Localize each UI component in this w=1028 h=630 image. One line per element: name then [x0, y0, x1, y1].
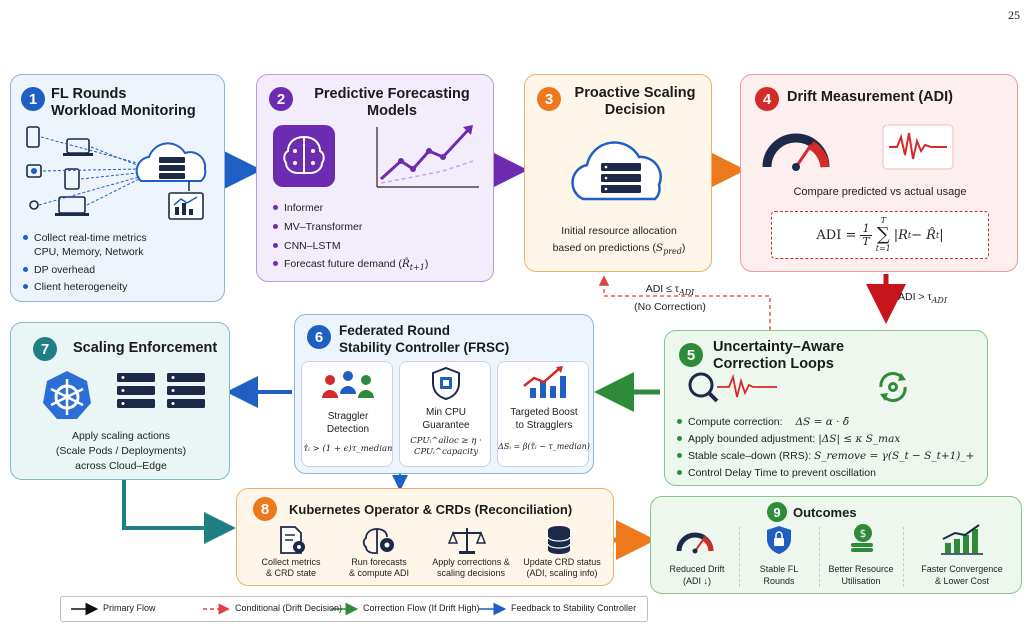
- card1-formula: τ̂ᵢ > (1 + ϵ)τ_median: [303, 444, 393, 454]
- step8-label-4: Update CRD status(ADI, scaling info): [523, 557, 601, 578]
- box5-bullet-4: Control Delay Time to prevent oscillatio…: [677, 466, 876, 480]
- box5-bullet-2: Apply bounded adjustment: |ΔS| ≤ κ S_max: [677, 432, 900, 446]
- shield-chip-icon: [432, 366, 460, 401]
- step-number-9: 9: [767, 502, 787, 522]
- box-scaling-enforcement: 7 Scaling Enforcement Apply scaling acti…: [10, 322, 230, 480]
- brain-circuit-icon: [273, 125, 335, 187]
- svg-text:$: $: [860, 527, 867, 540]
- growth-chart-icon: [941, 524, 983, 555]
- outcome-label-4: Faster Convergence& Lower Cost: [921, 564, 1003, 586]
- gauge-down-icon: [676, 532, 714, 554]
- step-number-1: 1: [21, 87, 45, 111]
- drift-high-label: ADI > τADI: [898, 291, 947, 306]
- legend: Primary Flow Conditional (Drift Decision…: [60, 596, 648, 622]
- box1-bullet-2: DP overhead: [23, 263, 95, 277]
- box8-title: Kubernetes Operator & CRDs (Reconciliati…: [289, 502, 573, 517]
- trend-chart-icon: [376, 125, 479, 188]
- box5-bullet-3: Stable scale–down (RRS): S_remove = γ(S_…: [677, 449, 974, 463]
- step8-label-1: Collect metrics& CRD state: [261, 557, 321, 578]
- legend-correction: Correction Flow (If Drift High): [363, 603, 480, 613]
- shield-lock-icon: [767, 526, 791, 554]
- step-number-3: 3: [537, 87, 561, 111]
- box2-item-1: Informer: [273, 201, 323, 215]
- step-number-4: 4: [755, 87, 779, 111]
- legend-primary: Primary Flow: [103, 603, 156, 613]
- speedometer-icon: [762, 133, 830, 171]
- legend-conditional: Conditional (Drift Decision): [235, 603, 343, 613]
- refresh-gear-icon: [879, 372, 907, 402]
- document-gear-icon: [280, 526, 305, 554]
- card3-formula: ΔSᵢ = β(τ̂ᵢ − τ_median): [498, 442, 590, 451]
- box7-title: Scaling Enforcement: [73, 340, 218, 356]
- card2-formula: CPUᵢ^alloc ≥ η ·CPUᵢ^capacity: [410, 436, 482, 457]
- box-drift-measurement: 4 Drift Measurement (ADI) Compare predic…: [740, 74, 1018, 272]
- server-racks-icon: [117, 373, 205, 408]
- legend-swatches: [71, 602, 507, 616]
- box7-text: Apply scaling actions(Scale Pods / Deplo…: [55, 430, 187, 472]
- box9-title: Outcomes: [793, 505, 857, 520]
- step-number-8: 8: [253, 497, 277, 521]
- box1-bullet-1: Collect real-time metrics CPU, Memory, N…: [23, 231, 147, 259]
- box2-item-3: CNN–LSTM: [273, 239, 341, 253]
- brain-gear-icon: [362, 528, 394, 554]
- devices-cloud-icon: [26, 126, 207, 220]
- box-kubernetes-operator: 8 Kubernetes Operator & CRDs (Reconcilia…: [236, 488, 614, 586]
- box1-bullet-3: Client heterogeneity: [23, 280, 127, 294]
- box5-bullet-1: Compute correction: ΔS = α · δ̄: [677, 415, 849, 429]
- outcome-label-1: Reduced Drift(ADI ↓): [669, 564, 725, 586]
- box4-text: Compare predicted vs actual usage: [793, 186, 967, 198]
- step8-label-3: Apply corrections &scaling decisions: [432, 557, 510, 578]
- step-number-2: 2: [269, 87, 293, 111]
- balance-scale-icon: [447, 528, 487, 554]
- box-outcomes: 9 Outcomes Reduced Drift(ADI ↓) Stable F…: [650, 496, 1022, 594]
- step-number-6: 6: [307, 325, 331, 349]
- step-number-7: 7: [33, 337, 57, 361]
- kubernetes-icon: [43, 371, 91, 419]
- no-correction-label: ADI ≤ τADI (No Correction): [634, 283, 706, 314]
- coins-icon: $: [851, 524, 873, 552]
- people-icon: [322, 371, 374, 398]
- legend-feedback: Feedback to Stability Controller: [511, 603, 637, 613]
- page-number: 25: [1008, 8, 1020, 22]
- step-number-5: 5: [679, 343, 703, 367]
- growth-bars-icon: [523, 366, 566, 398]
- box2-item-2: MV–Transformer: [273, 220, 362, 234]
- step8-label-2: Run forecasts& compute ADI: [348, 557, 410, 578]
- box2-item-4: Forecast future demand (R̂t+1): [273, 257, 428, 275]
- database-icon: [547, 526, 571, 554]
- waveform-icon: [882, 124, 954, 170]
- cloud-server-icon: [571, 141, 662, 201]
- magnifier-wave-icon: [688, 372, 777, 403]
- box3-text: Initial resource allocation based on pre…: [552, 225, 686, 257]
- box4-title: Drift Measurement (ADI): [787, 89, 953, 105]
